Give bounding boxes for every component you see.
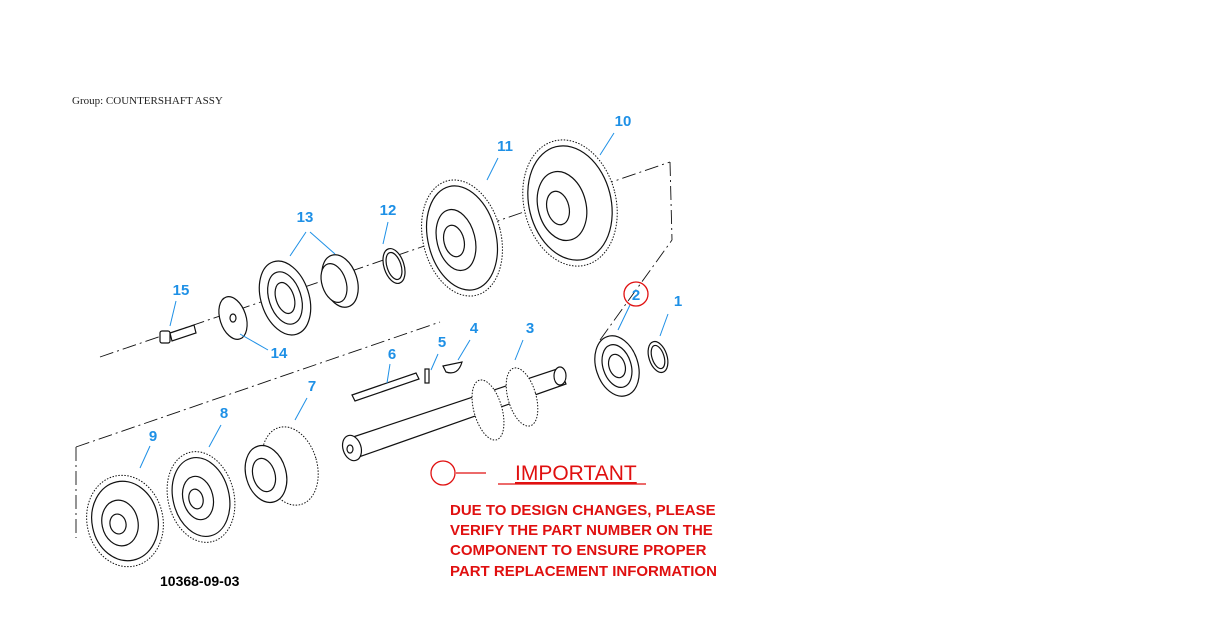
callout-13: 13 [297, 209, 314, 226]
gear-7-part [244, 426, 319, 506]
important-note: IMPORTANT DUE TO DESIGN CHANGES, PLEASE … [430, 460, 717, 580]
important-line-1: DUE TO DESIGN CHANGES, PLEASE [450, 502, 716, 519]
callouts: 1 2 3 4 5 6 7 8 9 10 11 12 13 14 15 [149, 113, 682, 445]
bearing-assembly-part [258, 254, 359, 336]
callout-10: 10 [615, 113, 632, 130]
callout-8: 8 [220, 405, 228, 422]
washer-part [218, 296, 248, 340]
pin-part [424, 368, 430, 384]
callout-14: 14 [271, 345, 288, 362]
important-title: IMPORTANT [515, 462, 637, 485]
gear-9-part [86, 474, 164, 568]
callout-11: 11 [497, 138, 513, 155]
callout-2: 2 [632, 287, 640, 304]
callout-2-highlight-circle [623, 281, 649, 307]
callout-3: 3 [526, 320, 534, 337]
callout-4: 4 [470, 320, 479, 337]
callout-7: 7 [308, 378, 316, 395]
important-line-2: VERIFY THE PART NUMBER ON THE [450, 522, 713, 539]
key-part [351, 372, 420, 402]
callout-9: 9 [149, 428, 157, 445]
gear-10-part [522, 139, 618, 267]
bearing-2-part [594, 335, 640, 397]
callout-5: 5 [438, 334, 446, 351]
snap-ring-part [382, 248, 406, 284]
important-line-4: PART REPLACEMENT INFORMATION [450, 563, 717, 580]
important-circle-icon [430, 460, 456, 486]
important-line-3: COMPONENT TO ENSURE PROPER [450, 542, 707, 559]
callout-15: 15 [173, 282, 190, 299]
callout-1: 1 [674, 293, 682, 310]
gear-11-part [421, 179, 503, 297]
snap-ring-1-part [647, 340, 669, 374]
bolt-part [159, 324, 197, 344]
countershaft-part [341, 366, 567, 462]
gear-8-part [166, 451, 236, 543]
woodruff-key-part [442, 361, 463, 374]
callout-6: 6 [388, 346, 396, 363]
group-label: Group: COUNTERSHAFT ASSY [72, 95, 223, 107]
leader-lines [139, 132, 669, 469]
callout-12: 12 [380, 202, 397, 219]
figure-number: 10368-09-03 [160, 573, 240, 589]
